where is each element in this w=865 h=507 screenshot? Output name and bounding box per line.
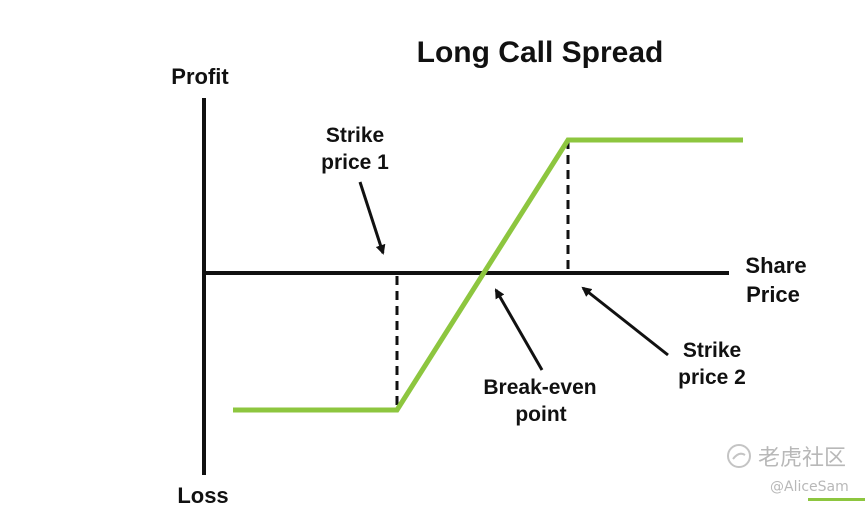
y-axis-bottom-label: Loss: [177, 483, 228, 507]
breakeven-label-line1: Break-even: [483, 376, 596, 399]
watermark: 老虎社区 @AliceSam: [727, 444, 849, 495]
watermark-site: 老虎社区: [758, 446, 846, 471]
x-axis-label-line2: Price: [746, 282, 800, 307]
strike2-label-line1: Strike: [683, 339, 741, 362]
y-axis-top-label: Profit: [171, 64, 229, 89]
strike1-label-line2: price 1: [321, 151, 389, 174]
breakeven-arrow: [494, 288, 544, 371]
watermark-accent-bar: [808, 498, 865, 501]
strike2-label-line2: price 2: [678, 366, 746, 389]
x-axis-label-line1: Share: [745, 253, 806, 278]
diagram-title: Long Call Spread: [417, 36, 664, 69]
watermark-user: @AliceSam: [770, 479, 849, 495]
strike1-label-line1: Strike: [326, 124, 384, 147]
tiger-logo-icon: [727, 444, 751, 468]
strike2-arrow: [581, 286, 669, 357]
breakeven-label-line2: point: [515, 403, 566, 426]
payoff-line: [233, 137, 743, 413]
strike1-arrow: [358, 181, 386, 255]
